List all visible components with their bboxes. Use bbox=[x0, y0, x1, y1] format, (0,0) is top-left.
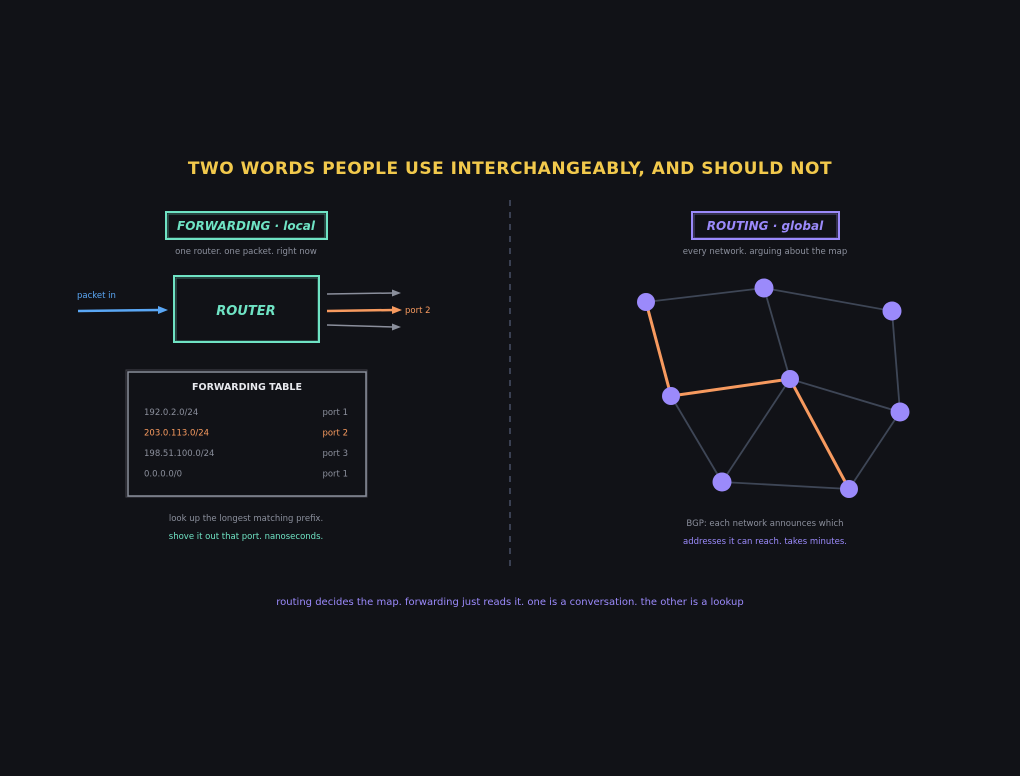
forwarding-subtitle: one router. one packet. right now bbox=[175, 247, 317, 257]
routing-heading-box bbox=[691, 211, 840, 240]
routing-heading: ROUTING · global bbox=[707, 219, 824, 233]
forwarding-heading: FORWARDING · local bbox=[177, 219, 316, 233]
network-node bbox=[637, 293, 655, 311]
router-label: ROUTER bbox=[216, 304, 275, 319]
output-arrow-3 bbox=[326, 324, 395, 328]
routing-caption-1: BGP: each network announces which bbox=[686, 519, 843, 529]
network-node bbox=[754, 278, 774, 298]
forwarding-table-rows: 192.0.2.0/24 port 1 203.0.113.0/24 port 2 19… bbox=[144, 408, 348, 480]
network-edges bbox=[645, 287, 901, 490]
network-node bbox=[882, 301, 902, 321]
table-row-port: port 3 bbox=[322, 449, 348, 459]
network-edge bbox=[848, 411, 901, 490]
footer-caption: routing decides the map. forwarding just… bbox=[276, 597, 743, 608]
network-node bbox=[781, 370, 799, 388]
network-edge bbox=[891, 310, 901, 413]
network-nodes bbox=[637, 278, 910, 498]
table-row-port: port 1 bbox=[322, 470, 348, 480]
route-segment bbox=[669, 377, 792, 398]
router-box bbox=[173, 275, 320, 343]
routing-caption-2: addresses it can reach. takes minutes. bbox=[683, 537, 847, 547]
packet-in-arrow bbox=[77, 308, 161, 313]
network-edge bbox=[721, 481, 850, 490]
routing-subtitle: every network. arguing about the map bbox=[683, 247, 848, 257]
selected-route-path bbox=[644, 300, 851, 491]
table-row-prefix: 203.0.113.0/24 bbox=[144, 429, 209, 439]
network-edge bbox=[721, 378, 791, 483]
network-node bbox=[712, 472, 732, 492]
network-node bbox=[840, 480, 858, 498]
table-row-port: port 2 bbox=[322, 429, 348, 439]
output-arrow-1 bbox=[326, 292, 395, 295]
network-edge bbox=[763, 287, 893, 312]
packet-in-arrowhead bbox=[158, 306, 168, 314]
output-port-label: port 2 bbox=[405, 306, 431, 316]
network-node bbox=[662, 387, 680, 405]
forwarding-caption-2: shove it out that port. nanoseconds. bbox=[169, 532, 323, 542]
output-arrow-2 bbox=[326, 308, 395, 313]
route-segment bbox=[788, 377, 851, 491]
routing-panel: ROUTING · global every network. arguing … bbox=[637, 211, 910, 547]
forwarding-caption-1: look up the longest matching prefix. bbox=[169, 514, 323, 524]
packet-in-label: packet in bbox=[77, 291, 116, 301]
network-edge bbox=[645, 287, 765, 303]
table-row-prefix: 192.0.2.0/24 bbox=[144, 408, 198, 418]
page-title: TWO WORDS PEOPLE USE INTERCHANGEABLY, AN… bbox=[188, 159, 832, 179]
network-edge bbox=[670, 395, 723, 483]
network-edge bbox=[763, 287, 791, 380]
network-edge bbox=[789, 378, 901, 413]
forwarding-table-title: FORWARDING TABLE bbox=[192, 382, 302, 393]
network-node bbox=[890, 402, 910, 422]
forwarding-heading-box bbox=[165, 211, 328, 240]
route-segment bbox=[644, 300, 673, 398]
table-row-prefix: 198.51.100.0/24 bbox=[144, 449, 214, 459]
forwarding-table-box bbox=[127, 371, 367, 497]
table-row-port: port 1 bbox=[322, 408, 348, 418]
table-row-prefix: 0.0.0.0/0 bbox=[144, 470, 182, 480]
forwarding-panel: FORWARDING · local one router. one packe… bbox=[77, 211, 431, 542]
